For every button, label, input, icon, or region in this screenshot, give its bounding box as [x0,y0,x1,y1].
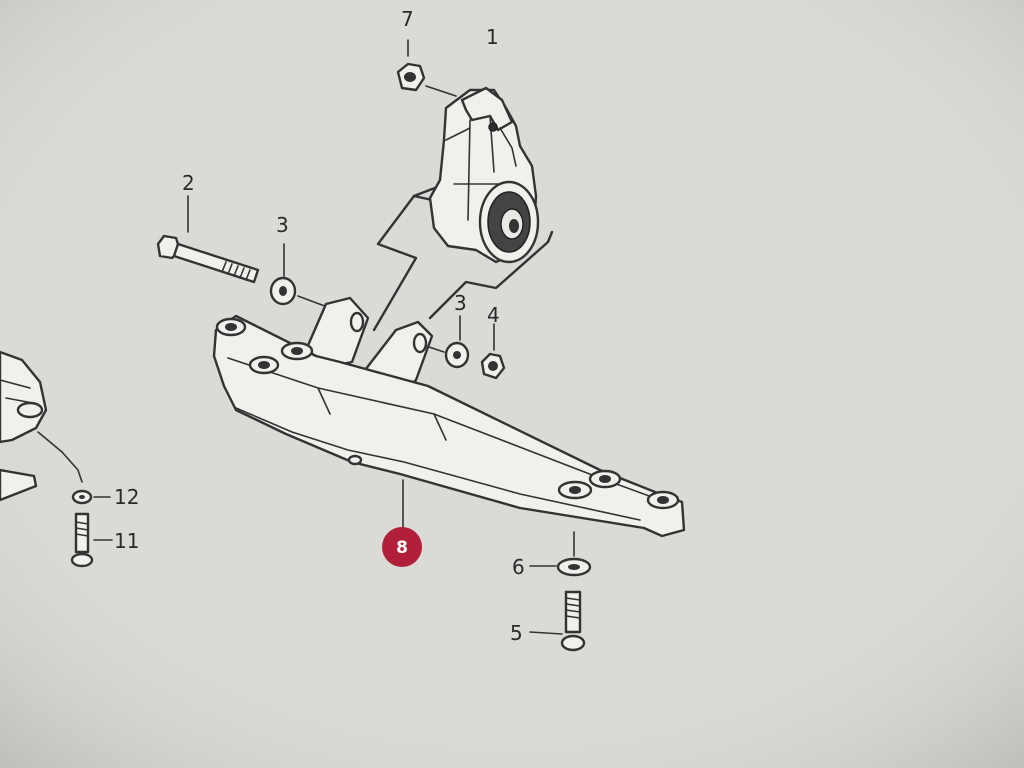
washer-part-3-right [425,315,470,369]
nut-part-4 [480,323,506,380]
callout-8-highlight-badge[interactable]: 8 [382,527,422,567]
washer-part-6 [529,531,592,577]
crossmember-part-8 [212,296,686,538]
callout-3-left: 3 [276,213,289,237]
callout-4: 4 [487,303,500,327]
callout-11: 11 [114,529,139,553]
bolt-part-5 [529,590,586,652]
callout-6: 6 [512,555,525,579]
bolt-part-11 [70,512,113,568]
callout-2: 2 [182,171,195,195]
transmission-mount-part-1 [428,86,540,264]
callout-1: 1 [486,25,499,49]
callout-8: 8 [396,538,408,558]
bolt-part-2 [156,195,260,284]
callout-5: 5 [510,621,523,645]
callout-12: 12 [114,485,139,509]
nut-part-7 [396,39,457,97]
highlight-circle [382,527,422,567]
adjacent-mount-part-cropped [0,350,83,502]
callout-3-right: 3 [454,291,467,315]
callout-7: 7 [401,7,414,31]
washer-part-12 [71,489,111,505]
